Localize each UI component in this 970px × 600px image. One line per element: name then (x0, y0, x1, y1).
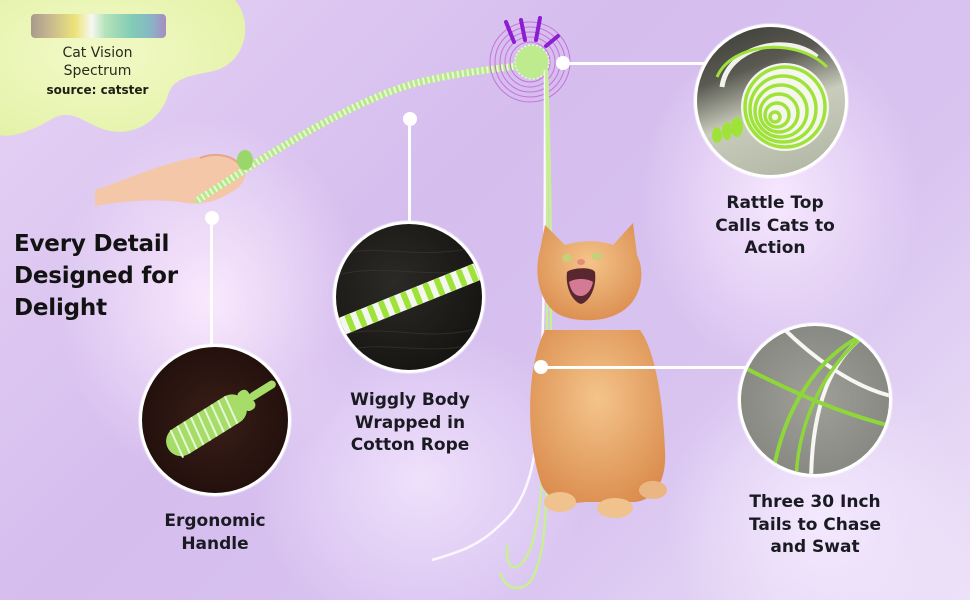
connector-line-rattle (563, 62, 708, 65)
headline-line: Delight (14, 295, 107, 321)
rope-closeup-illustration (336, 248, 482, 350)
connector-line-tails (541, 366, 746, 369)
connector-line-body (408, 119, 411, 221)
rattle-closeup-illustration (712, 42, 829, 151)
spectrum-title: Cat Vision Spectrum (30, 44, 165, 80)
feature-label-rattle-top: Rattle Top Calls Cats to Action (690, 192, 860, 260)
feature-label-wiggly-body: Wiggly Body Wrapped in Cotton Rope (325, 389, 495, 457)
feature-image-wiggly-body (333, 221, 485, 373)
page-headline: Every Detail Designed for Delight (14, 228, 224, 324)
feature-label-line: Wrapped in (354, 412, 466, 433)
feature-label-ergonomic-handle: Ergonomic Handle (130, 510, 300, 555)
feature-image-ergonomic-handle (139, 344, 291, 496)
cat-vision-spectrum-bar (31, 14, 166, 38)
headline-line: Designed for (14, 263, 178, 289)
spectrum-source: source: catster (46, 83, 149, 97)
headline-line: Every Detail (14, 231, 170, 257)
handle-closeup-illustration (166, 380, 276, 459)
feature-image-rattle-top (694, 24, 848, 178)
connector-line-handle (210, 218, 213, 346)
feature-label-line: Rattle Top (726, 193, 824, 213)
feature-label-three-tails: Three 30 Inch Tails to Chase and Swat (730, 491, 900, 559)
feature-image-three-tails (738, 323, 892, 477)
feature-label-line: and Swat (770, 537, 860, 557)
feature-label-line: Action (744, 238, 806, 258)
feature-label-line: Three 30 Inch (749, 492, 881, 512)
feature-label-line: Ergonomic (164, 511, 266, 531)
feature-label-line: Wiggly Body (350, 390, 470, 410)
feature-label-line: Tails to Chase (749, 514, 881, 535)
rattle-action-marks (504, 16, 560, 48)
feature-label-line: Calls Cats to (715, 215, 835, 236)
spectrum-title-line: Spectrum (63, 63, 132, 79)
feature-label-line: Cotton Rope (350, 435, 470, 455)
tails-closeup-illustration (741, 326, 889, 474)
orange-cat-photo (530, 223, 667, 518)
spectrum-title-line: Cat Vision (62, 45, 133, 61)
feature-label-line: Handle (181, 533, 249, 554)
